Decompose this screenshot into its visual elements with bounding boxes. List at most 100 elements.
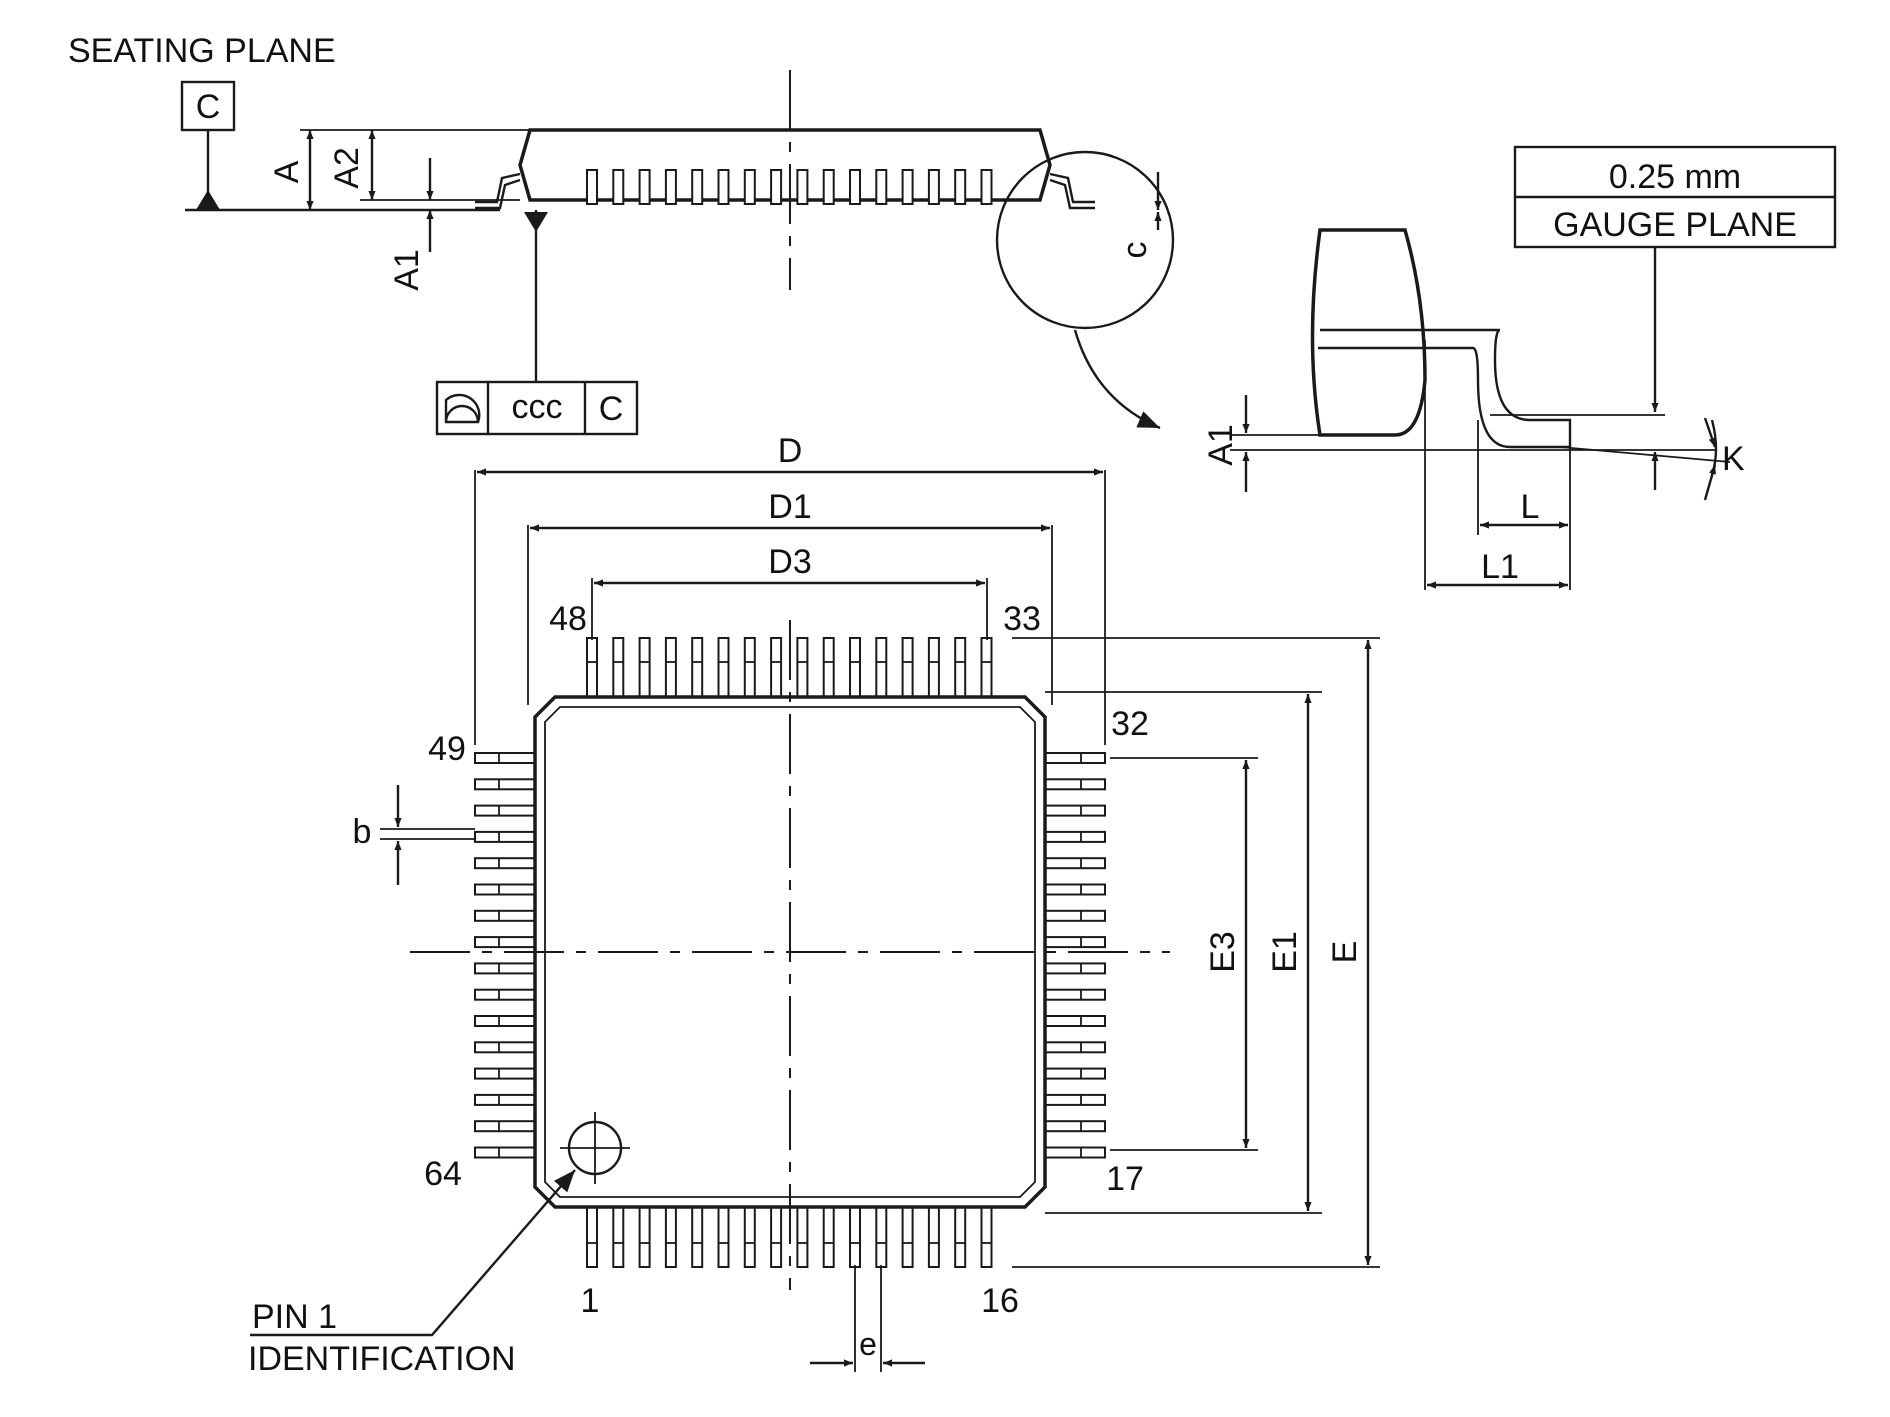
pin-lead-right (1042, 1015, 1106, 1027)
pin-lead-right (1042, 857, 1106, 870)
pin-lead-bottom (849, 1204, 861, 1268)
pin-number-16: 16 (981, 1282, 1019, 1320)
pin-lead-right (1042, 1041, 1106, 1054)
pin-lead-bottom (927, 1204, 940, 1268)
pin-number-1: 1 (581, 1282, 600, 1320)
dim-a1-label: A1 (388, 249, 426, 291)
k-arrow-bottom (1703, 464, 1717, 501)
datum-triangle (196, 190, 220, 210)
k-arrow-top (1703, 417, 1717, 448)
dim-d3-label: D3 (768, 543, 811, 581)
fcf-datum-label: C (599, 390, 624, 428)
pin-number-17: 17 (1106, 1160, 1144, 1198)
pin-number-33: 33 (1003, 600, 1041, 638)
detail-package-body (1310, 228, 1427, 437)
pin-lead-right (1042, 1120, 1106, 1133)
dim-e-pitch-label: e (859, 1326, 877, 1362)
side-lead (717, 169, 730, 205)
pin-lead-bottom (822, 1204, 835, 1268)
pin-lead-top (717, 637, 730, 701)
pin-lead-top (770, 637, 783, 701)
pin-lead-bottom (612, 1204, 625, 1268)
pin-lead-bottom (875, 1204, 888, 1268)
pin-number-32: 32 (1111, 705, 1149, 743)
pin-lead-right (1042, 936, 1106, 949)
pin-lead-top (927, 637, 940, 701)
pin-lead-left (474, 1146, 538, 1159)
pin-number-48: 48 (549, 600, 587, 638)
dim-b-label: b (353, 813, 372, 851)
datum-c-label: C (196, 88, 221, 126)
pin-lead-left (474, 778, 538, 791)
side-lead (796, 169, 809, 205)
side-lead (849, 169, 861, 205)
pin-lead-top (586, 637, 598, 701)
side-lead (612, 169, 625, 205)
pin-lead-right (1042, 778, 1106, 791)
pin-lead-bottom (901, 1204, 914, 1268)
seating-plane-label: SEATING PLANE (68, 32, 336, 70)
pin1-id-label-line1: PIN 1 (252, 1298, 337, 1336)
pin-lead-top (612, 637, 625, 701)
pin-lead-left (474, 883, 538, 896)
side-lead (901, 169, 914, 205)
pin-lead-right (1042, 830, 1106, 843)
pin-lead-top (691, 637, 704, 701)
pin-lead-left (474, 830, 538, 843)
pin-lead-left (474, 804, 538, 817)
pin-number-49: 49 (428, 730, 466, 768)
side-lead (822, 169, 835, 205)
pin-lead-top (980, 637, 993, 701)
detail-a1-label: A1 (1202, 424, 1240, 466)
side-lead (691, 169, 704, 205)
pin1-id-label-line2: IDENTIFICATION (248, 1340, 516, 1378)
pin-lead-top (664, 637, 677, 701)
fcf-triangle (524, 212, 548, 232)
side-lead (586, 169, 598, 205)
profile-of-surface-icon (444, 393, 481, 424)
pin-lead-top (901, 637, 914, 701)
pin-lead-top (743, 637, 756, 701)
pin-lead-top (822, 637, 835, 701)
side-view: SEATING PLANE C A A2 A1 ccc C (68, 32, 1175, 436)
pin-lead-bottom (980, 1204, 993, 1268)
pin-lead-left (474, 1015, 538, 1027)
dim-d1-label: D1 (768, 488, 811, 526)
pin-lead-top (875, 637, 888, 701)
pin-lead-bottom (664, 1204, 677, 1268)
detail-callout-arrow (1073, 329, 1161, 430)
pin-lead-left (474, 1067, 538, 1080)
pin-lead-right (1042, 1146, 1106, 1159)
pin-lead-right (1042, 1093, 1106, 1106)
side-lead (743, 169, 756, 205)
top-view: PIN 1 IDENTIFICATION 1 16 17 32 33 48 49… (248, 432, 1380, 1378)
dim-e-label: E (1326, 941, 1364, 964)
pin-lead-right (1042, 1067, 1106, 1080)
pin-lead-bottom (717, 1204, 730, 1268)
dim-l-label: L (1521, 488, 1540, 526)
lead-detail-view: 0.25 mm GAUGE PLANE A1 K L L1 (1202, 145, 1837, 590)
fcf-ccc-label: ccc (512, 388, 563, 426)
dim-d-label: D (778, 432, 803, 470)
pin-lead-left (474, 1041, 538, 1054)
side-lead (664, 169, 677, 205)
pin-lead-right (1042, 883, 1106, 896)
gauge-value-label: 0.25 mm (1609, 158, 1741, 196)
side-lead (954, 169, 967, 205)
dim-e1-label: E1 (1266, 931, 1304, 973)
pin-lead-right (1042, 752, 1106, 764)
pin-lead-left (474, 752, 538, 764)
pin-lead-left (474, 1120, 538, 1133)
pin-lead-right (1042, 804, 1106, 817)
dim-c-label: c (1116, 242, 1154, 259)
pin1-leader-arrow (250, 1169, 576, 1337)
pin-lead-bottom (770, 1204, 783, 1268)
pin-lead-left (474, 936, 538, 949)
pin-lead-right (1042, 962, 1106, 975)
k-angle-line (1559, 446, 1731, 463)
pin-lead-left (474, 1093, 538, 1106)
detail-lead-upper-edge (1320, 328, 1572, 447)
side-lead (638, 169, 651, 205)
package-body-side (518, 128, 1052, 202)
